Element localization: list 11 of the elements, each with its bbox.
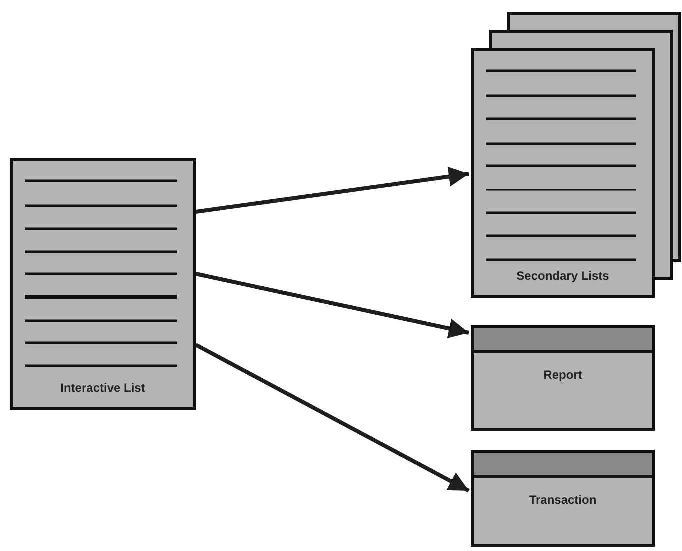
- form-box: [471, 325, 655, 431]
- node-label: Report: [544, 368, 582, 382]
- node-label: Transaction: [529, 493, 597, 507]
- list-page: [471, 48, 655, 298]
- arrow: [196, 272, 470, 339]
- list-page: [10, 158, 196, 410]
- node-label: Interactive List: [60, 381, 146, 395]
- node-label: Secondary Lists: [516, 269, 610, 283]
- arrow: [196, 166, 470, 214]
- arrow: [195, 343, 470, 493]
- form-box: [471, 450, 655, 547]
